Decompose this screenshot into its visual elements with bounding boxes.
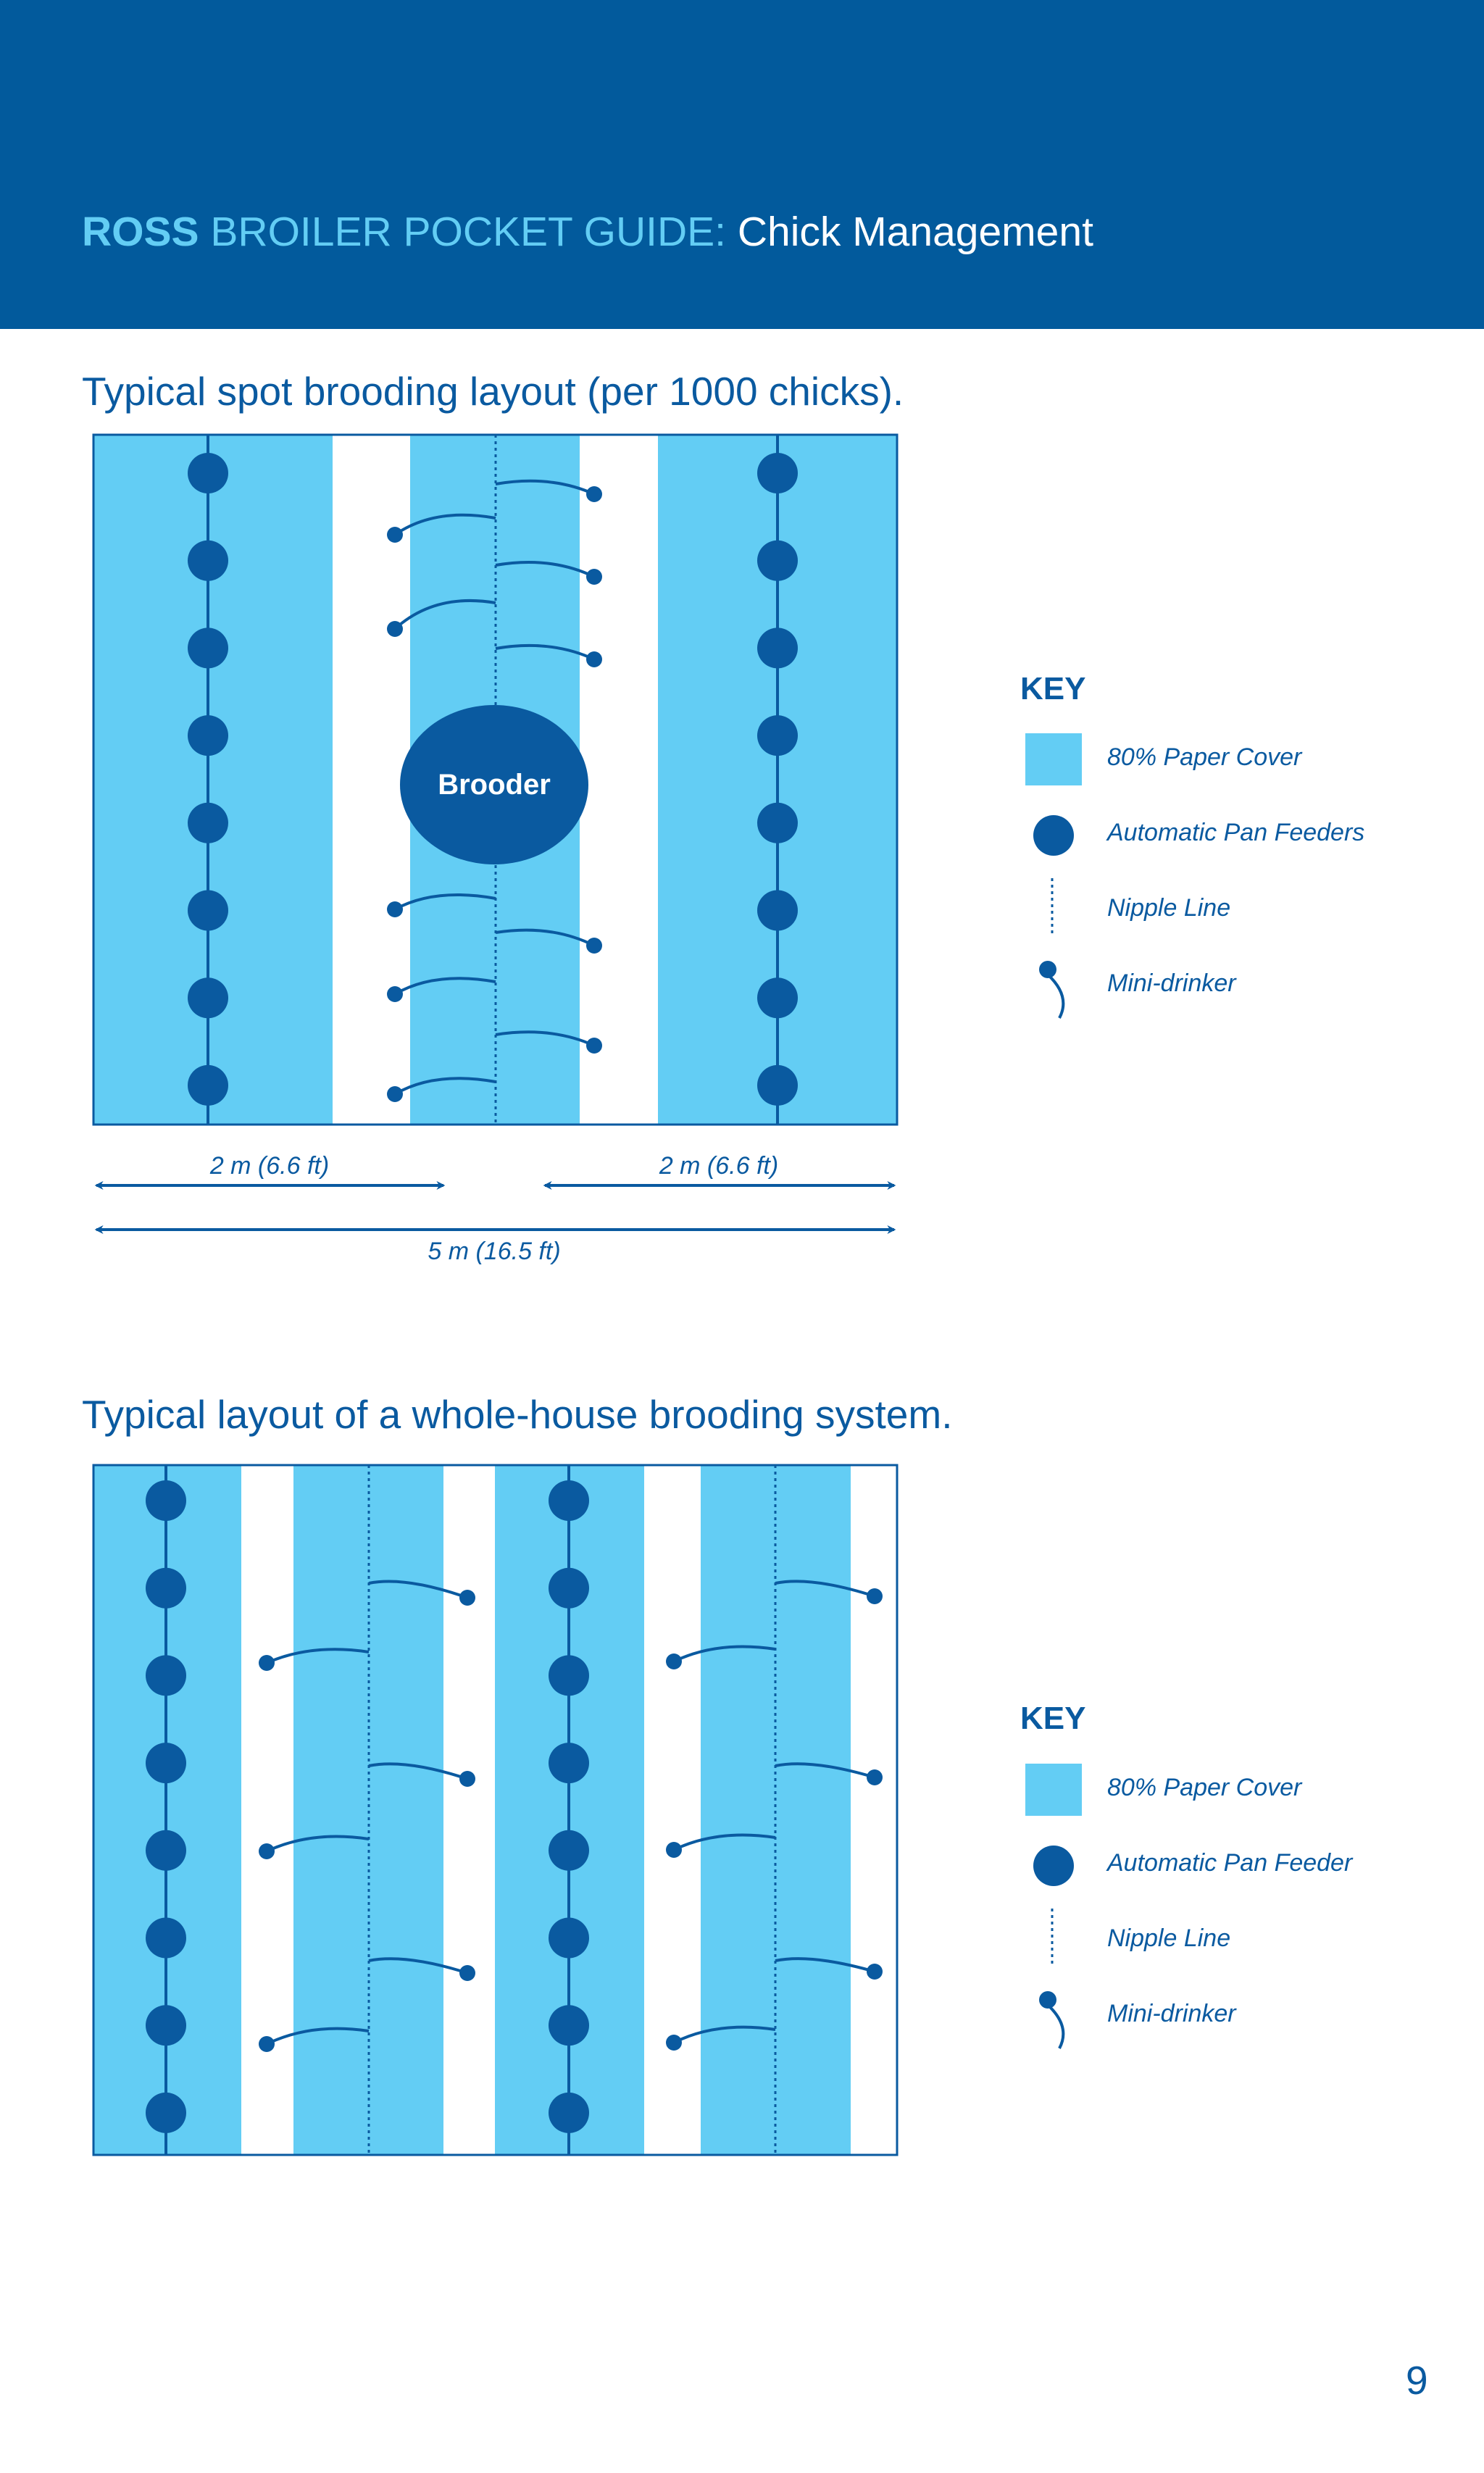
pan-feeder (188, 540, 228, 581)
mini-drinker-symbol-line (1046, 2003, 1065, 2049)
pan-feeder (188, 715, 228, 756)
pan-feeder (549, 1917, 589, 1959)
mini-drinker (495, 928, 595, 947)
pan-feeder (549, 2092, 589, 2133)
mini-drinker (393, 977, 496, 996)
mini-drinker (393, 599, 496, 630)
key-title: KEY (1020, 671, 1085, 706)
dimension-label-left: 2 m (6.6 ft) (209, 1152, 329, 1180)
spot-brooding-title: Typical spot brooding layout (per 1000 c… (82, 369, 904, 414)
pan-feeder (188, 1064, 228, 1106)
page-number: 9 (1406, 2358, 1428, 2403)
mini-drinker (495, 643, 595, 661)
mini-drinkers (387, 479, 602, 1102)
whole-house-title: Typical layout of a whole-house brooding… (82, 1392, 953, 1437)
pan-feeder (188, 890, 228, 931)
pan-feeder (757, 453, 798, 493)
mini-drinker (673, 1833, 776, 1851)
pan-feeder (188, 453, 228, 493)
paper-cover-strip (293, 1465, 443, 2155)
mini-drinker-symbol (1039, 1991, 1056, 2009)
pan-feeders (188, 453, 798, 1106)
mini-drinker (673, 1645, 776, 1663)
mini-drinker (393, 1077, 496, 1096)
pan-feeder (549, 1830, 589, 1871)
pan-feeder (188, 977, 228, 1019)
pan-feeder (757, 540, 798, 581)
mini-drinker (266, 2027, 370, 2045)
pan-feeder (757, 627, 798, 669)
pan-feeder (188, 802, 228, 843)
spot-brooding-diagram: Brooder 2 m (6.6 ft) 2 m (6.6 ft) 5 m (1… (92, 433, 899, 1265)
page-header: ROSS BROILER POCKET GUIDE: Chick Managem… (0, 0, 1484, 329)
paper-cover-swatch (1025, 1764, 1082, 1816)
brooder (400, 705, 588, 864)
key-paper-cover-label: 80% Paper Cover (1107, 1774, 1303, 1801)
pan-feeder (146, 1743, 186, 1784)
paper-cover-strip (701, 1465, 851, 2155)
mini-drinker (394, 893, 496, 911)
pan-feeder (188, 627, 228, 669)
pan-feeder (549, 1567, 589, 1609)
pan-feeder (757, 715, 798, 756)
mini-drinker-symbol-line (1046, 973, 1065, 1019)
dimension-label-total: 5 m (16.5 ft) (428, 1238, 560, 1265)
mini-drinker (495, 479, 595, 496)
mini-drinker (368, 1762, 468, 1780)
pan-feeder (757, 977, 798, 1019)
whole-house-diagram (92, 1464, 899, 2156)
pan-feeder (146, 1480, 186, 1521)
mini-drinkers (259, 1580, 883, 2052)
pan-feeder (146, 1830, 186, 1871)
key-paper-cover-label: 80% Paper Cover (1107, 743, 1303, 771)
mini-drinker (775, 1580, 875, 1598)
pan-feeder (146, 2005, 186, 2046)
header-title: ROSS BROILER POCKET GUIDE: Chick Managem… (82, 207, 1093, 257)
pan-feeder (757, 890, 798, 931)
brooder-label: Brooder (438, 769, 551, 801)
mini-drinker (266, 1835, 370, 1853)
mini-drinker (393, 513, 496, 536)
pan-feeder (549, 2005, 589, 2046)
pan-feeder (146, 2092, 186, 2133)
key-pan-feeders-label: Automatic Pan Feeder (1106, 1849, 1354, 1877)
mini-drinker (673, 2025, 776, 2044)
paper-cover-left (93, 435, 333, 1125)
key-mini-drinker-label: Mini-drinker (1107, 2000, 1237, 2027)
pan-feeder (757, 1064, 798, 1106)
key-pan-feeders-label: Automatic Pan Feeders (1106, 819, 1364, 846)
mini-drinker (495, 1030, 595, 1047)
key-mini-drinker-label: Mini-drinker (1107, 969, 1237, 997)
key-title: KEY (1020, 1701, 1085, 1736)
header-guide-name: BROILER POCKET GUIDE: (199, 209, 726, 255)
mini-drinker (775, 1762, 875, 1779)
pan-feeder (146, 1917, 186, 1959)
mini-drinker (368, 1580, 468, 1599)
spot-brooding-key: KEY 80% Paper Cover Automatic Pan Feeder… (1020, 671, 1364, 1019)
mini-drinker (368, 1957, 468, 1974)
pan-feeder (549, 1480, 589, 1521)
key-nipple-line-label: Nipple Line (1107, 894, 1230, 922)
mini-drinker (775, 1957, 875, 1973)
pan-feeder (757, 802, 798, 843)
mini-drinker (495, 561, 595, 578)
pan-feeder (146, 1567, 186, 1609)
header-brand: ROSS (82, 209, 199, 255)
pan-feeder (146, 1655, 186, 1696)
pan-feeder-symbol (1033, 1846, 1074, 1886)
header-topic: Chick Management (726, 209, 1093, 255)
key-nipple-line-label: Nipple Line (1107, 1924, 1230, 1952)
paper-cover-swatch (1025, 733, 1082, 785)
whole-house-key: KEY 80% Paper Cover Automatic Pan Feeder… (1020, 1701, 1354, 2049)
whole-house-border (92, 1464, 899, 2156)
mini-drinker-symbol (1039, 961, 1056, 978)
pan-feeder (549, 1655, 589, 1696)
pan-feeders (146, 1480, 589, 2133)
mini-drinker (266, 1648, 370, 1664)
pan-feeder-symbol (1033, 815, 1074, 856)
dimension-label-right: 2 m (6.6 ft) (659, 1152, 778, 1180)
pan-feeder (549, 1743, 589, 1784)
